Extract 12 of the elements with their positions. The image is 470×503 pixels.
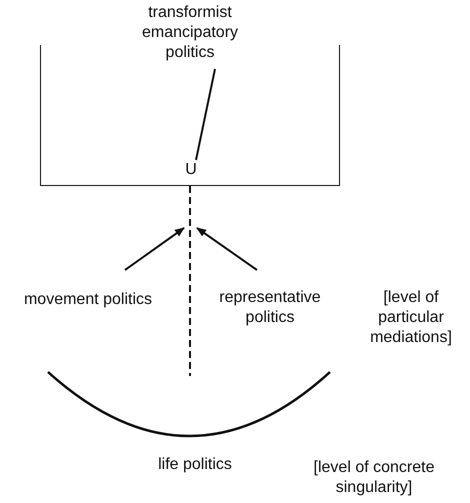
arrow [196,227,258,271]
arrow [124,227,185,271]
level-note: [level of particular mediations] [369,288,453,348]
level-note: [level of concrete singularity] [312,458,436,498]
connector-line [195,68,216,160]
container-title: transformist emancipatory politics [130,3,250,69]
node-label: life politics [140,455,250,477]
dashed-line [189,186,191,376]
open-top-box [40,45,340,186]
node-label: representative politics [200,288,340,332]
symbol-label: U [171,160,211,182]
node-label: movement politics [2,290,174,312]
